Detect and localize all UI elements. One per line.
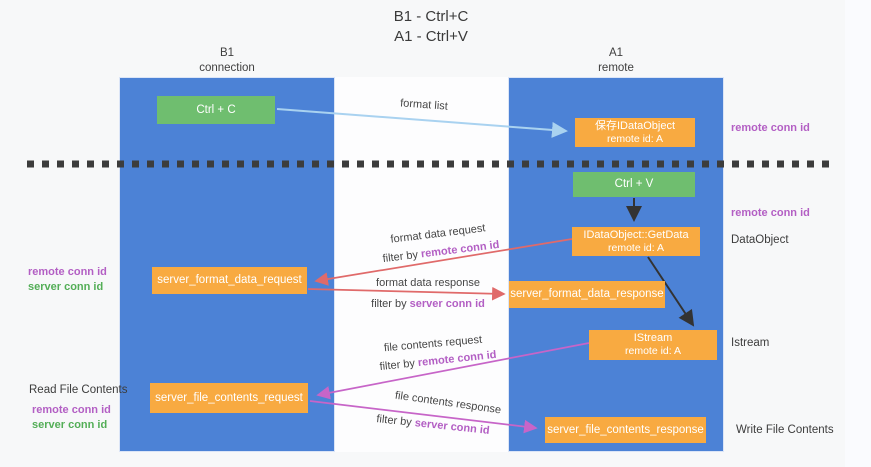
label-left-server-conn-id-mid: server conn id [28,281,104,293]
node-getdata-line1: IDataObject::GetData [583,228,689,241]
label-format-data-response: format data response [376,277,480,289]
filter-by-text: filter by [371,298,407,310]
label-right-remote-conn-id-mid: remote conn id [731,207,810,219]
server-conn-id-text: server conn id [409,298,485,310]
label-right-remote-conn-id-top: remote conn id [731,122,810,134]
label-left-server-conn-id-bottom: server conn id [32,419,108,431]
node-ctrl-v-label: Ctrl + V [614,178,654,190]
node-getdata: IDataObject::GetData remote id: A [572,227,700,256]
node-server-file-contents-request-label: server_file_contents_request [155,391,303,404]
lifeline-header-a1: A1 remote [598,46,634,76]
label-filter-server-1: filter by server conn id [371,298,485,310]
title-line-2: A1 - Ctrl+V [394,28,468,45]
label-read-file-contents: Read File Contents [29,384,128,396]
label-istream: Istream [731,337,770,349]
label-write-file-contents: Write File Contents [736,424,834,436]
lifeline-b1-name: B1 [219,47,235,59]
diagram-title: B1 - Ctrl+C A1 - Ctrl+V [394,7,469,47]
node-istream: IStream remote id: A [589,330,717,360]
node-server-file-contents-request: server_file_contents_request [150,383,308,413]
label-left-remote-conn-id-mid: remote conn id [28,266,107,278]
node-save-dataobject-line2: remote id: A [606,132,664,145]
node-istream-line2: remote id: A [624,345,682,357]
title-line-1: B1 - Ctrl+C [393,8,469,25]
node-server-file-contents-response: server_file_contents_response [545,417,706,443]
node-save-dataobject-line1: 保存IDataObject [594,119,676,132]
node-getdata-line2: remote id: A [607,241,665,254]
lifeline-a1-role: remote [598,62,634,74]
node-server-file-contents-response-label: server_file_contents_response [547,423,704,436]
node-istream-line1: IStream [633,332,673,344]
node-server-format-data-request-label: server_format_data_request [157,274,302,286]
node-ctrl-c: Ctrl + C [157,96,275,124]
node-ctrl-v: Ctrl + V [573,172,695,197]
node-server-format-data-response: server_format_data_response [509,281,665,308]
node-server-format-data-request: server_format_data_request [152,267,307,294]
lifeline-b1-role: connection [199,62,255,74]
node-server-format-data-response-label: server_format_data_response [510,288,664,300]
canvas-right-strip [845,0,871,467]
label-dataobject: DataObject [731,234,789,246]
node-save-dataobject: 保存IDataObject remote id: A [575,118,695,147]
label-left-remote-conn-id-bottom: remote conn id [32,404,111,416]
lifeline-a1-name: A1 [608,47,624,59]
lifeline-header-b1: B1 connection [199,46,255,76]
node-ctrl-c-label: Ctrl + C [196,103,236,116]
